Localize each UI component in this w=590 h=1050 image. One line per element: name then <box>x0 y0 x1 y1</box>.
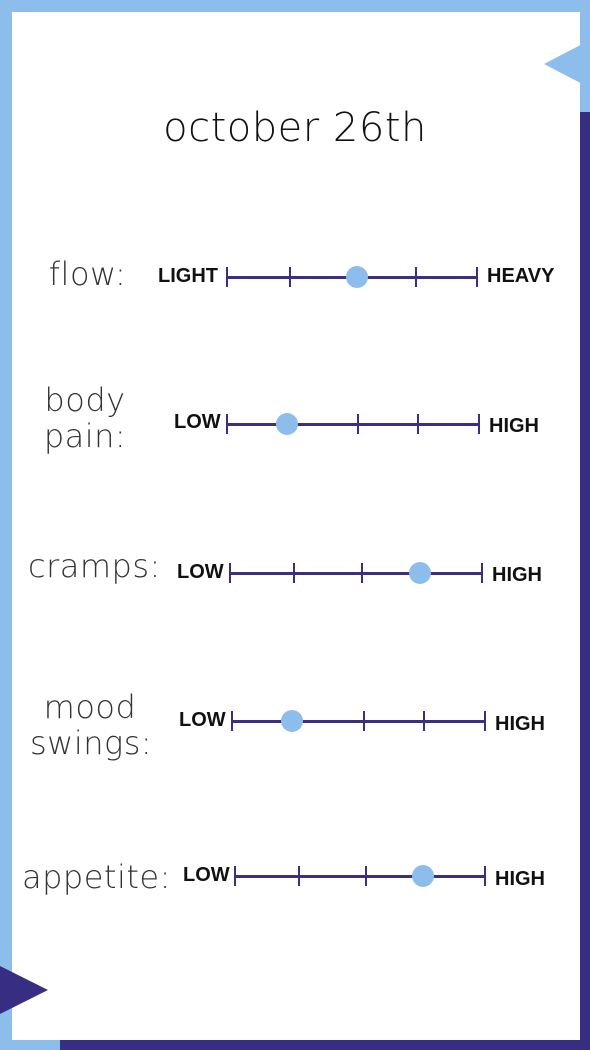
scale-tick <box>231 711 233 731</box>
scale-label-line: appetite: <box>22 858 171 896</box>
scale-tick <box>361 563 363 583</box>
frame-left <box>0 0 12 1050</box>
scale-label-line: body <box>44 381 126 419</box>
scale-label-line: cramps: <box>28 547 161 585</box>
scale-label-cramps: cramps: <box>28 547 161 585</box>
scale-marker[interactable] <box>275 413 298 435</box>
scale-low-label: LOW <box>177 561 224 583</box>
scale-high-label: HEAVY <box>487 265 555 287</box>
scale-line <box>226 423 480 426</box>
corner-triangle-top-right <box>544 40 590 88</box>
scale-low-label: LOW <box>183 864 230 886</box>
scale-low-label: LOW <box>179 709 226 731</box>
appetite-scale[interactable] <box>234 865 486 887</box>
scale-high-label: HIGH <box>495 713 545 735</box>
frame-right <box>580 112 590 1050</box>
scale-tick <box>226 267 228 287</box>
scale-label-appetite: appetite: <box>22 858 171 896</box>
scale-tick <box>417 414 419 434</box>
scale-tick <box>415 267 417 287</box>
scale-tick <box>289 267 291 287</box>
scale-tick <box>363 711 365 731</box>
frame-top <box>0 0 590 12</box>
scale-line <box>234 875 486 878</box>
scale-tick <box>423 711 425 731</box>
scale-line <box>229 572 483 575</box>
body-pain-scale[interactable] <box>226 413 480 435</box>
scale-tick <box>226 414 228 434</box>
scale-line <box>231 720 486 723</box>
scale-marker[interactable] <box>281 710 304 732</box>
scale-high-label: HIGH <box>495 868 545 890</box>
cramps-scale[interactable] <box>229 562 483 584</box>
scale-label-body-pain: body pain: <box>30 382 140 454</box>
scale-tick <box>365 866 367 886</box>
scale-marker[interactable] <box>346 266 369 288</box>
scale-tick <box>357 414 359 434</box>
scale-label-mood-swings: mood swings: <box>30 688 153 762</box>
scale-label-line: pain: <box>43 417 127 455</box>
corner-triangle-bottom-left <box>0 966 48 1014</box>
scale-tick <box>481 563 483 583</box>
scale-tick <box>234 866 236 886</box>
scale-label-line: flow: <box>48 255 127 293</box>
scale-tick <box>229 563 231 583</box>
scale-tick <box>293 563 295 583</box>
flow-scale[interactable] <box>226 266 478 288</box>
frame-bottom <box>0 1040 590 1050</box>
scale-high-label: HIGH <box>492 564 542 586</box>
scale-low-label: LIGHT <box>158 265 218 287</box>
scale-label-line: mood <box>43 688 137 726</box>
scale-high-label: HIGH <box>489 415 539 437</box>
scale-label-flow: flow: <box>40 256 135 292</box>
scale-marker[interactable] <box>412 865 434 887</box>
mood-swings-scale[interactable] <box>231 710 486 732</box>
scale-low-label: LOW <box>174 411 221 433</box>
frame-bottom-left <box>0 1040 60 1050</box>
scale-tick <box>478 414 480 434</box>
scale-label-line: swings: <box>30 724 153 762</box>
scale-tick <box>476 267 478 287</box>
scale-marker[interactable] <box>408 562 431 584</box>
scale-tick <box>298 866 300 886</box>
page-title: october 26th <box>163 105 427 151</box>
scale-tick <box>484 711 486 731</box>
scale-tick <box>484 866 486 886</box>
